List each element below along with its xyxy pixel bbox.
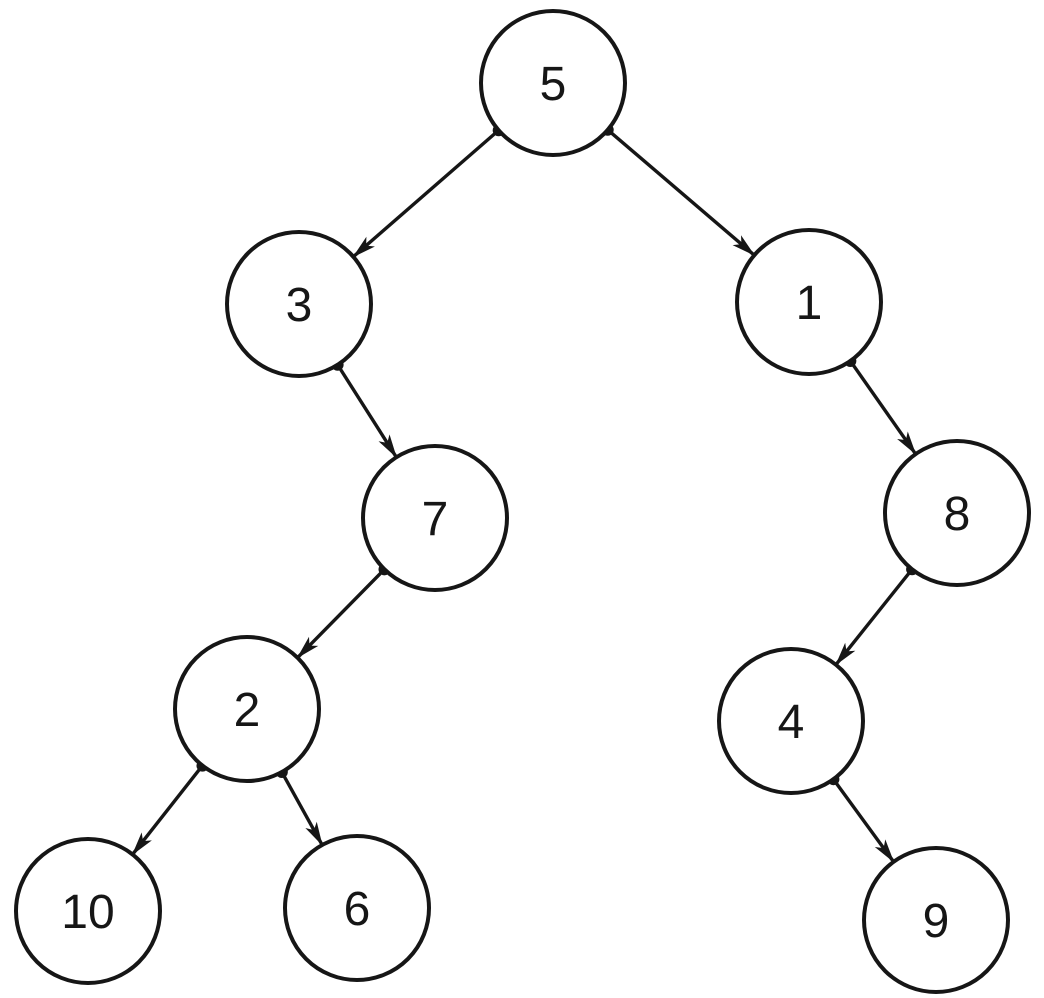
edge-line: [832, 778, 895, 863]
tree-node-4: 4: [717, 647, 865, 795]
node-circle: [883, 439, 1031, 587]
edge-5-3: [352, 124, 505, 259]
node-label: 2: [234, 684, 261, 737]
edge-line: [848, 359, 918, 456]
node-label: 9: [923, 895, 950, 948]
edge-4-9: [827, 773, 895, 863]
edge-line: [296, 568, 386, 659]
node-circle: [862, 846, 1010, 994]
edge-3-7: [331, 358, 398, 459]
edge-line: [336, 363, 398, 459]
node-label: 1: [796, 277, 823, 330]
node-label: 3: [286, 279, 313, 332]
node-label: 10: [61, 886, 114, 939]
tree-node-9: 9: [862, 846, 1010, 994]
edge-2-6: [275, 766, 324, 846]
tree-node-5: 5: [479, 9, 627, 157]
edge-1-8: [844, 354, 918, 456]
tree-node-1: 1: [735, 228, 883, 376]
node-label: 6: [344, 883, 371, 936]
edge-line: [834, 568, 914, 666]
edge-7-2: [296, 563, 391, 659]
node-circle: [173, 635, 321, 783]
node-circle: [361, 444, 509, 592]
edge-line: [606, 128, 756, 257]
node-label: 8: [944, 488, 971, 541]
tree-node-6: 6: [283, 834, 431, 982]
tree-node-2: 2: [173, 635, 321, 783]
edge-5-1: [601, 123, 756, 257]
edge-line: [131, 764, 204, 856]
tree-node-7: 7: [361, 444, 509, 592]
node-circle: [735, 228, 883, 376]
edge-line: [280, 771, 324, 846]
tree-node-3: 3: [225, 230, 373, 378]
node-circle: [717, 647, 865, 795]
nodes-layer: 5 3 1 7 8 2 4 10 6 9: [14, 9, 1031, 994]
tree-node-10: 10: [14, 837, 162, 985]
node-label: 7: [422, 493, 449, 546]
node-label: 5: [540, 58, 567, 111]
node-circle: [283, 834, 431, 982]
edge-2-10: [131, 759, 209, 856]
node-circle: [225, 230, 373, 378]
edge-line: [352, 128, 500, 259]
node-circle: [479, 9, 627, 157]
node-circle: [14, 837, 162, 985]
tree-node-8: 8: [883, 439, 1031, 587]
edge-8-4: [834, 563, 919, 666]
node-label: 4: [778, 696, 805, 749]
